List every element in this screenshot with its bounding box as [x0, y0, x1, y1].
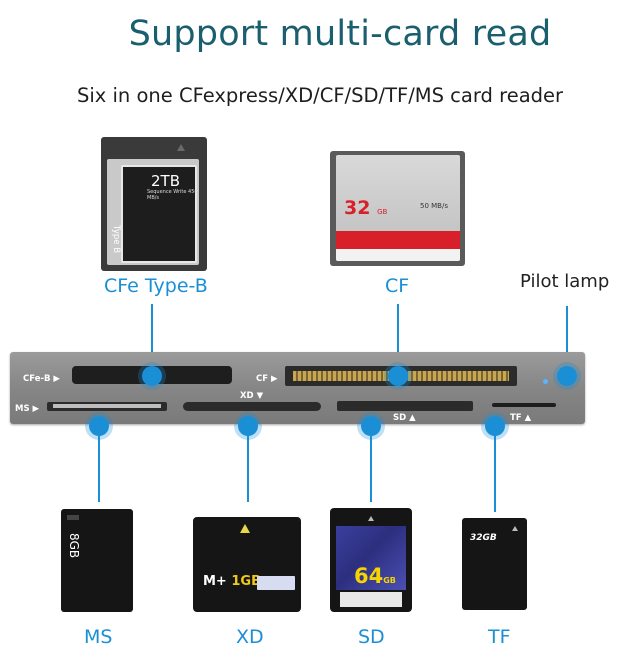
sd-capacity: 64GB — [354, 564, 396, 588]
cfe-type: Type B — [111, 225, 121, 254]
indicator-dot-cfe — [142, 366, 162, 386]
page-title: Support multi-card read — [128, 14, 552, 54]
label-pilot-lamp: Pilot lamp — [520, 271, 610, 292]
connector-line-ms — [98, 432, 100, 502]
triangle-icon — [368, 516, 374, 521]
cfexpress-card-image: 2TB Sequence Write 450 MB/s Type B — [101, 137, 207, 271]
label-tf: TF — [488, 626, 511, 648]
tf-card-image: 32GB — [462, 518, 527, 610]
label-cf: CF — [385, 275, 410, 297]
connector-line-tf — [494, 432, 496, 512]
cf-capacity: 32 GB — [344, 197, 388, 219]
reader-label-xd: XD ▼ — [240, 391, 264, 401]
label-sd: SD — [358, 626, 385, 648]
xd-capacity: M+ 1GB — [203, 574, 261, 589]
indicator-dot-tf — [485, 416, 505, 436]
triangle-icon — [240, 524, 250, 533]
connector-line-pilot — [566, 306, 568, 376]
page-subtitle: Six in one CFexpress/XD/CF/SD/TF/MS card… — [76, 84, 564, 107]
cf-speed: 50 MB/s — [420, 202, 448, 210]
connector-line-sd — [370, 432, 372, 502]
sd-card-image: 64GB — [330, 508, 412, 612]
indicator-dot-cf — [388, 366, 408, 386]
pilot-lamp-led — [543, 379, 548, 384]
reader-label-tf: TF ▲ — [510, 413, 532, 423]
xd-slot[interactable] — [183, 402, 321, 411]
label-xd: XD — [236, 626, 264, 648]
label-cfe-type-b: CFe Type-B — [104, 275, 208, 297]
card-reader: CFe-B ▶ CF ▶ MS ▶ XD ▼ SD ▲ TF ▲ — [10, 352, 585, 424]
ms-slot[interactable] — [47, 402, 167, 411]
cfe-speed: Sequence Write 450 MB/s — [147, 189, 198, 201]
indicator-dot-xd — [238, 416, 258, 436]
sd-slot[interactable] — [337, 401, 473, 411]
triangle-icon — [177, 144, 185, 151]
reader-label-sd: SD ▲ — [393, 413, 416, 423]
label-ms: MS — [84, 626, 113, 648]
ms-capacity: 8GB — [67, 533, 81, 559]
tf-capacity: 32GB — [470, 533, 497, 543]
xd-card-image: M+ 1GB — [193, 517, 301, 612]
indicator-dot-ms — [89, 416, 109, 436]
reader-label-cf: CF ▶ — [256, 374, 278, 384]
cfe-capacity: 2TB — [151, 172, 180, 190]
connector-line-xd — [247, 432, 249, 502]
connector-line-cf — [397, 304, 399, 376]
indicator-dot-sd — [361, 416, 381, 436]
ms-card-image: 8GB — [61, 509, 133, 612]
cf-card-image: 32 GB 50 MB/s — [330, 151, 465, 266]
connector-line-cfe — [151, 304, 153, 376]
reader-label-ms: MS ▶ — [15, 404, 40, 414]
reader-label-cfe: CFe-B ▶ — [23, 374, 60, 384]
tf-slot[interactable] — [492, 403, 556, 407]
indicator-dot-pilot — [557, 366, 577, 386]
triangle-icon — [512, 526, 518, 531]
